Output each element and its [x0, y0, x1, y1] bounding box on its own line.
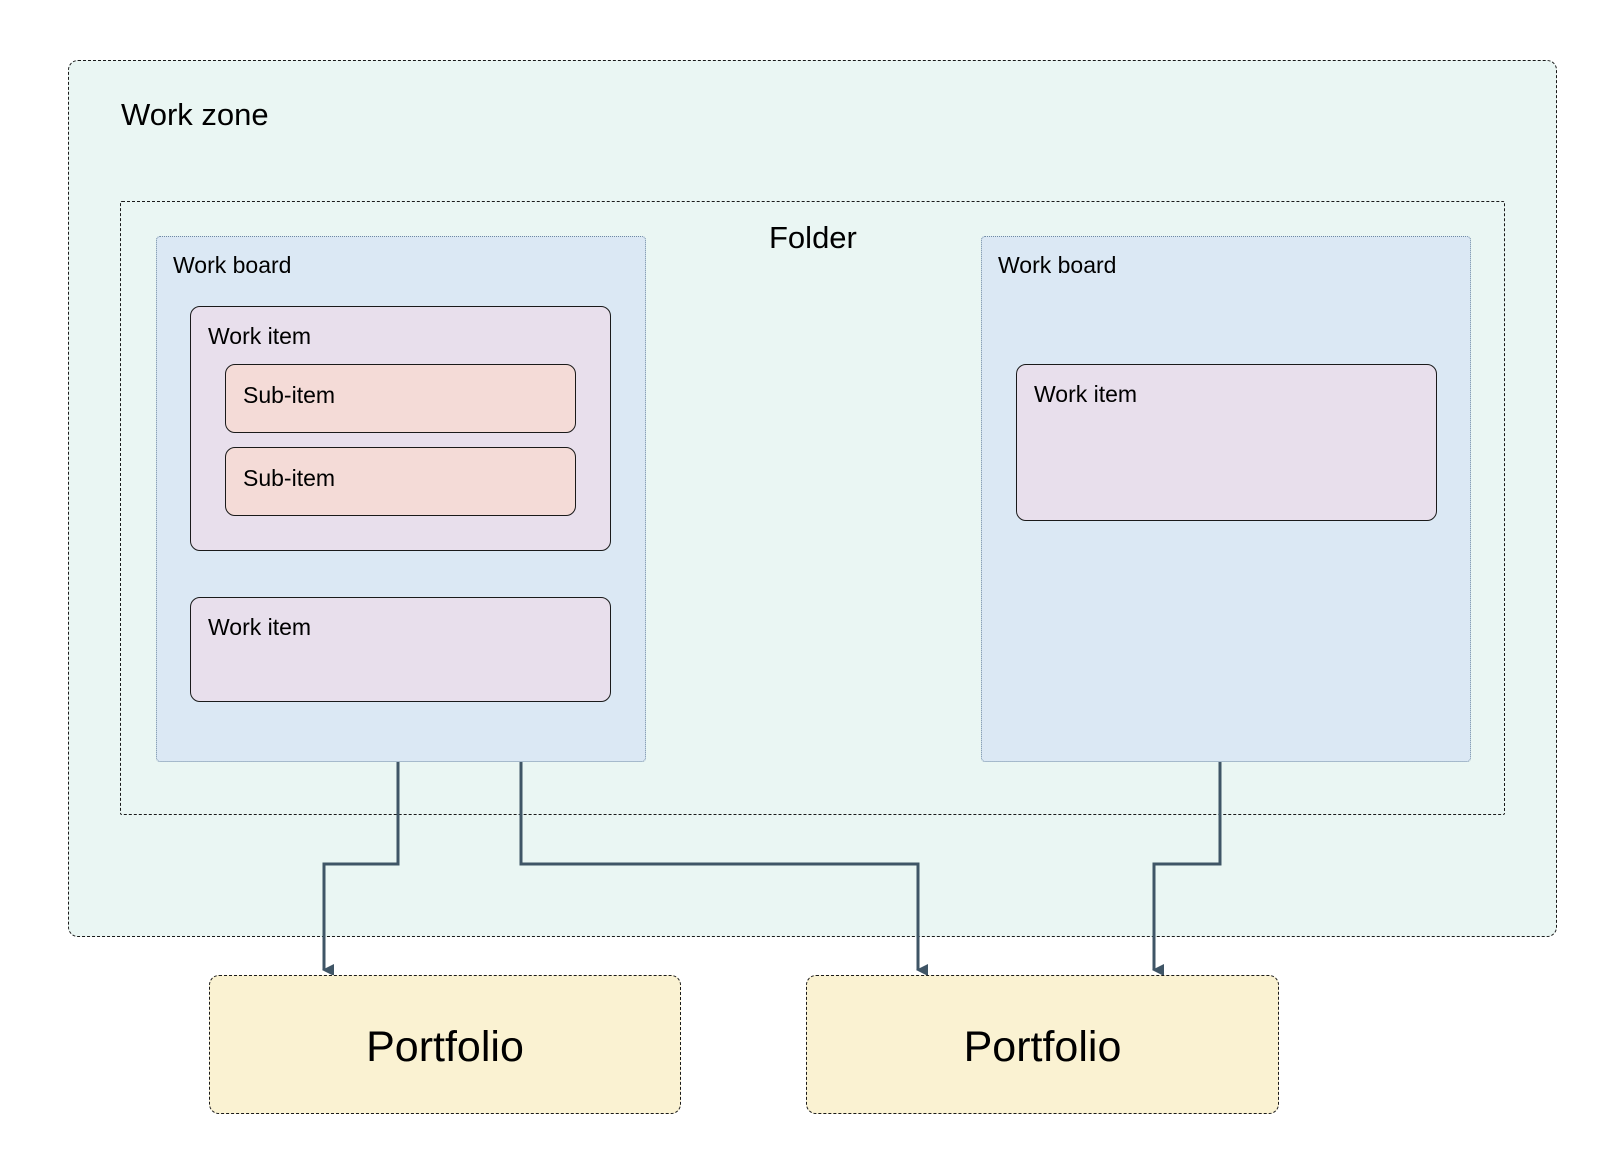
portfolio-box[interactable]: Portfolio	[806, 975, 1279, 1114]
work-board-label: Work board	[173, 252, 292, 278]
work-zone-label: Work zone	[121, 97, 269, 132]
work-item-label: Work item	[208, 614, 312, 640]
portfolio-label: Portfolio	[963, 1023, 1122, 1071]
folder-label: Folder	[769, 220, 857, 255]
portfolio-label: Portfolio	[366, 1023, 524, 1071]
work-item[interactable]: Work item	[190, 597, 611, 702]
work-board-label: Work board	[998, 252, 1117, 278]
work-item[interactable]: Work item	[1016, 364, 1437, 521]
work-item-label: Work item	[208, 323, 312, 349]
sub-item[interactable]: Sub-item	[225, 447, 576, 516]
portfolio-box[interactable]: Portfolio	[209, 975, 681, 1114]
sub-item-label: Sub-item	[243, 465, 336, 491]
sub-item[interactable]: Sub-item	[225, 364, 576, 433]
work-item-label: Work item	[1034, 381, 1138, 407]
sub-item-label: Sub-item	[243, 382, 336, 408]
